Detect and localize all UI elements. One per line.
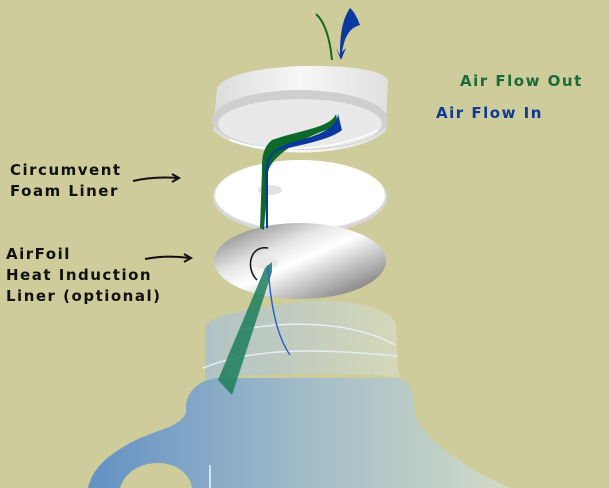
air-flow-in-arrow-icon (336, 8, 360, 60)
legend-air-flow-in: Air Flow In (436, 104, 543, 122)
bottle-thread-1 (202, 350, 399, 369)
airfoil-liner-label: AirFoil Heat Induction Liner (optional) (6, 244, 161, 307)
air-flow-out-path (218, 13, 338, 395)
foam-liner-label-line-2: Foam Liner (10, 182, 119, 200)
rotation-arrow-icon (249, 247, 269, 281)
airfoil-liner (214, 223, 386, 299)
foam-liner-arrow-icon (132, 173, 182, 183)
air-flow-in-path (265, 8, 360, 356)
foam-liner-label: Circumvent Foam Liner (10, 160, 122, 202)
foam-liner-label-line-1: Circumvent (10, 161, 122, 179)
air-flow-out-arrow (218, 262, 272, 395)
airfoil-liner-label-line-2: Heat Induction (6, 266, 153, 284)
legend-air-flow-out: Air Flow Out (460, 72, 583, 90)
airfoil-liner-label-line-3: Liner (optional) (6, 287, 162, 305)
cap (212, 65, 388, 153)
bottle (88, 300, 510, 488)
bottle-handle-hole (120, 463, 192, 488)
foam-liner (213, 160, 387, 234)
airfoil-liner-arrow-icon (144, 253, 194, 263)
bottle-body (88, 378, 510, 488)
airfoil-liner-label-line-1: AirFoil (6, 245, 71, 263)
bottle-thread-2 (239, 323, 396, 346)
